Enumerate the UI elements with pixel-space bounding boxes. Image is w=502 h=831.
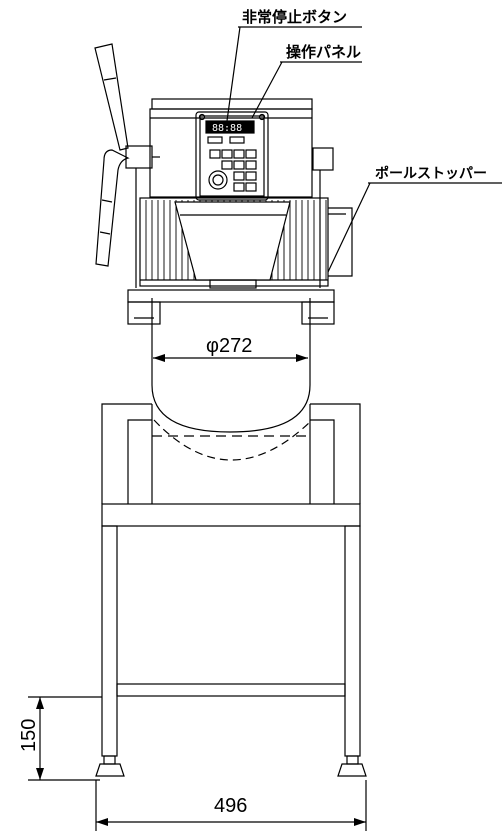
pole-stopper-leader [327, 182, 371, 273]
body-frame [101, 403, 361, 504]
emergency-stop-button [208, 170, 228, 190]
bowl [151, 298, 313, 461]
leg-height-dimension: 150 [18, 696, 102, 781]
bowl-diameter-text: φ272 [206, 335, 252, 357]
head-housing [149, 98, 313, 198]
operation-panel: 88:88 [195, 111, 269, 201]
total-width-text: 496 [214, 795, 247, 817]
total-width-dimension: 496 [95, 780, 367, 831]
table-legs [101, 525, 361, 757]
table-top [101, 503, 361, 527]
beater [174, 201, 291, 289]
adjuster-feet [95, 755, 367, 777]
bowl-diameter-dimension: φ272 [153, 335, 308, 362]
bowl-bracket [127, 289, 335, 325]
panel-display: 88:88 [212, 123, 242, 134]
operation-panel-label: 操作パネル [286, 43, 361, 61]
lever-handle [94, 43, 160, 288]
emergency-stop-leader [225, 26, 241, 129]
pole-stopper-label: ポールストッパー [375, 165, 487, 181]
leg-height-text: 150 [18, 719, 40, 752]
emergency-stop-label: 非常停止ボタン [242, 8, 347, 26]
